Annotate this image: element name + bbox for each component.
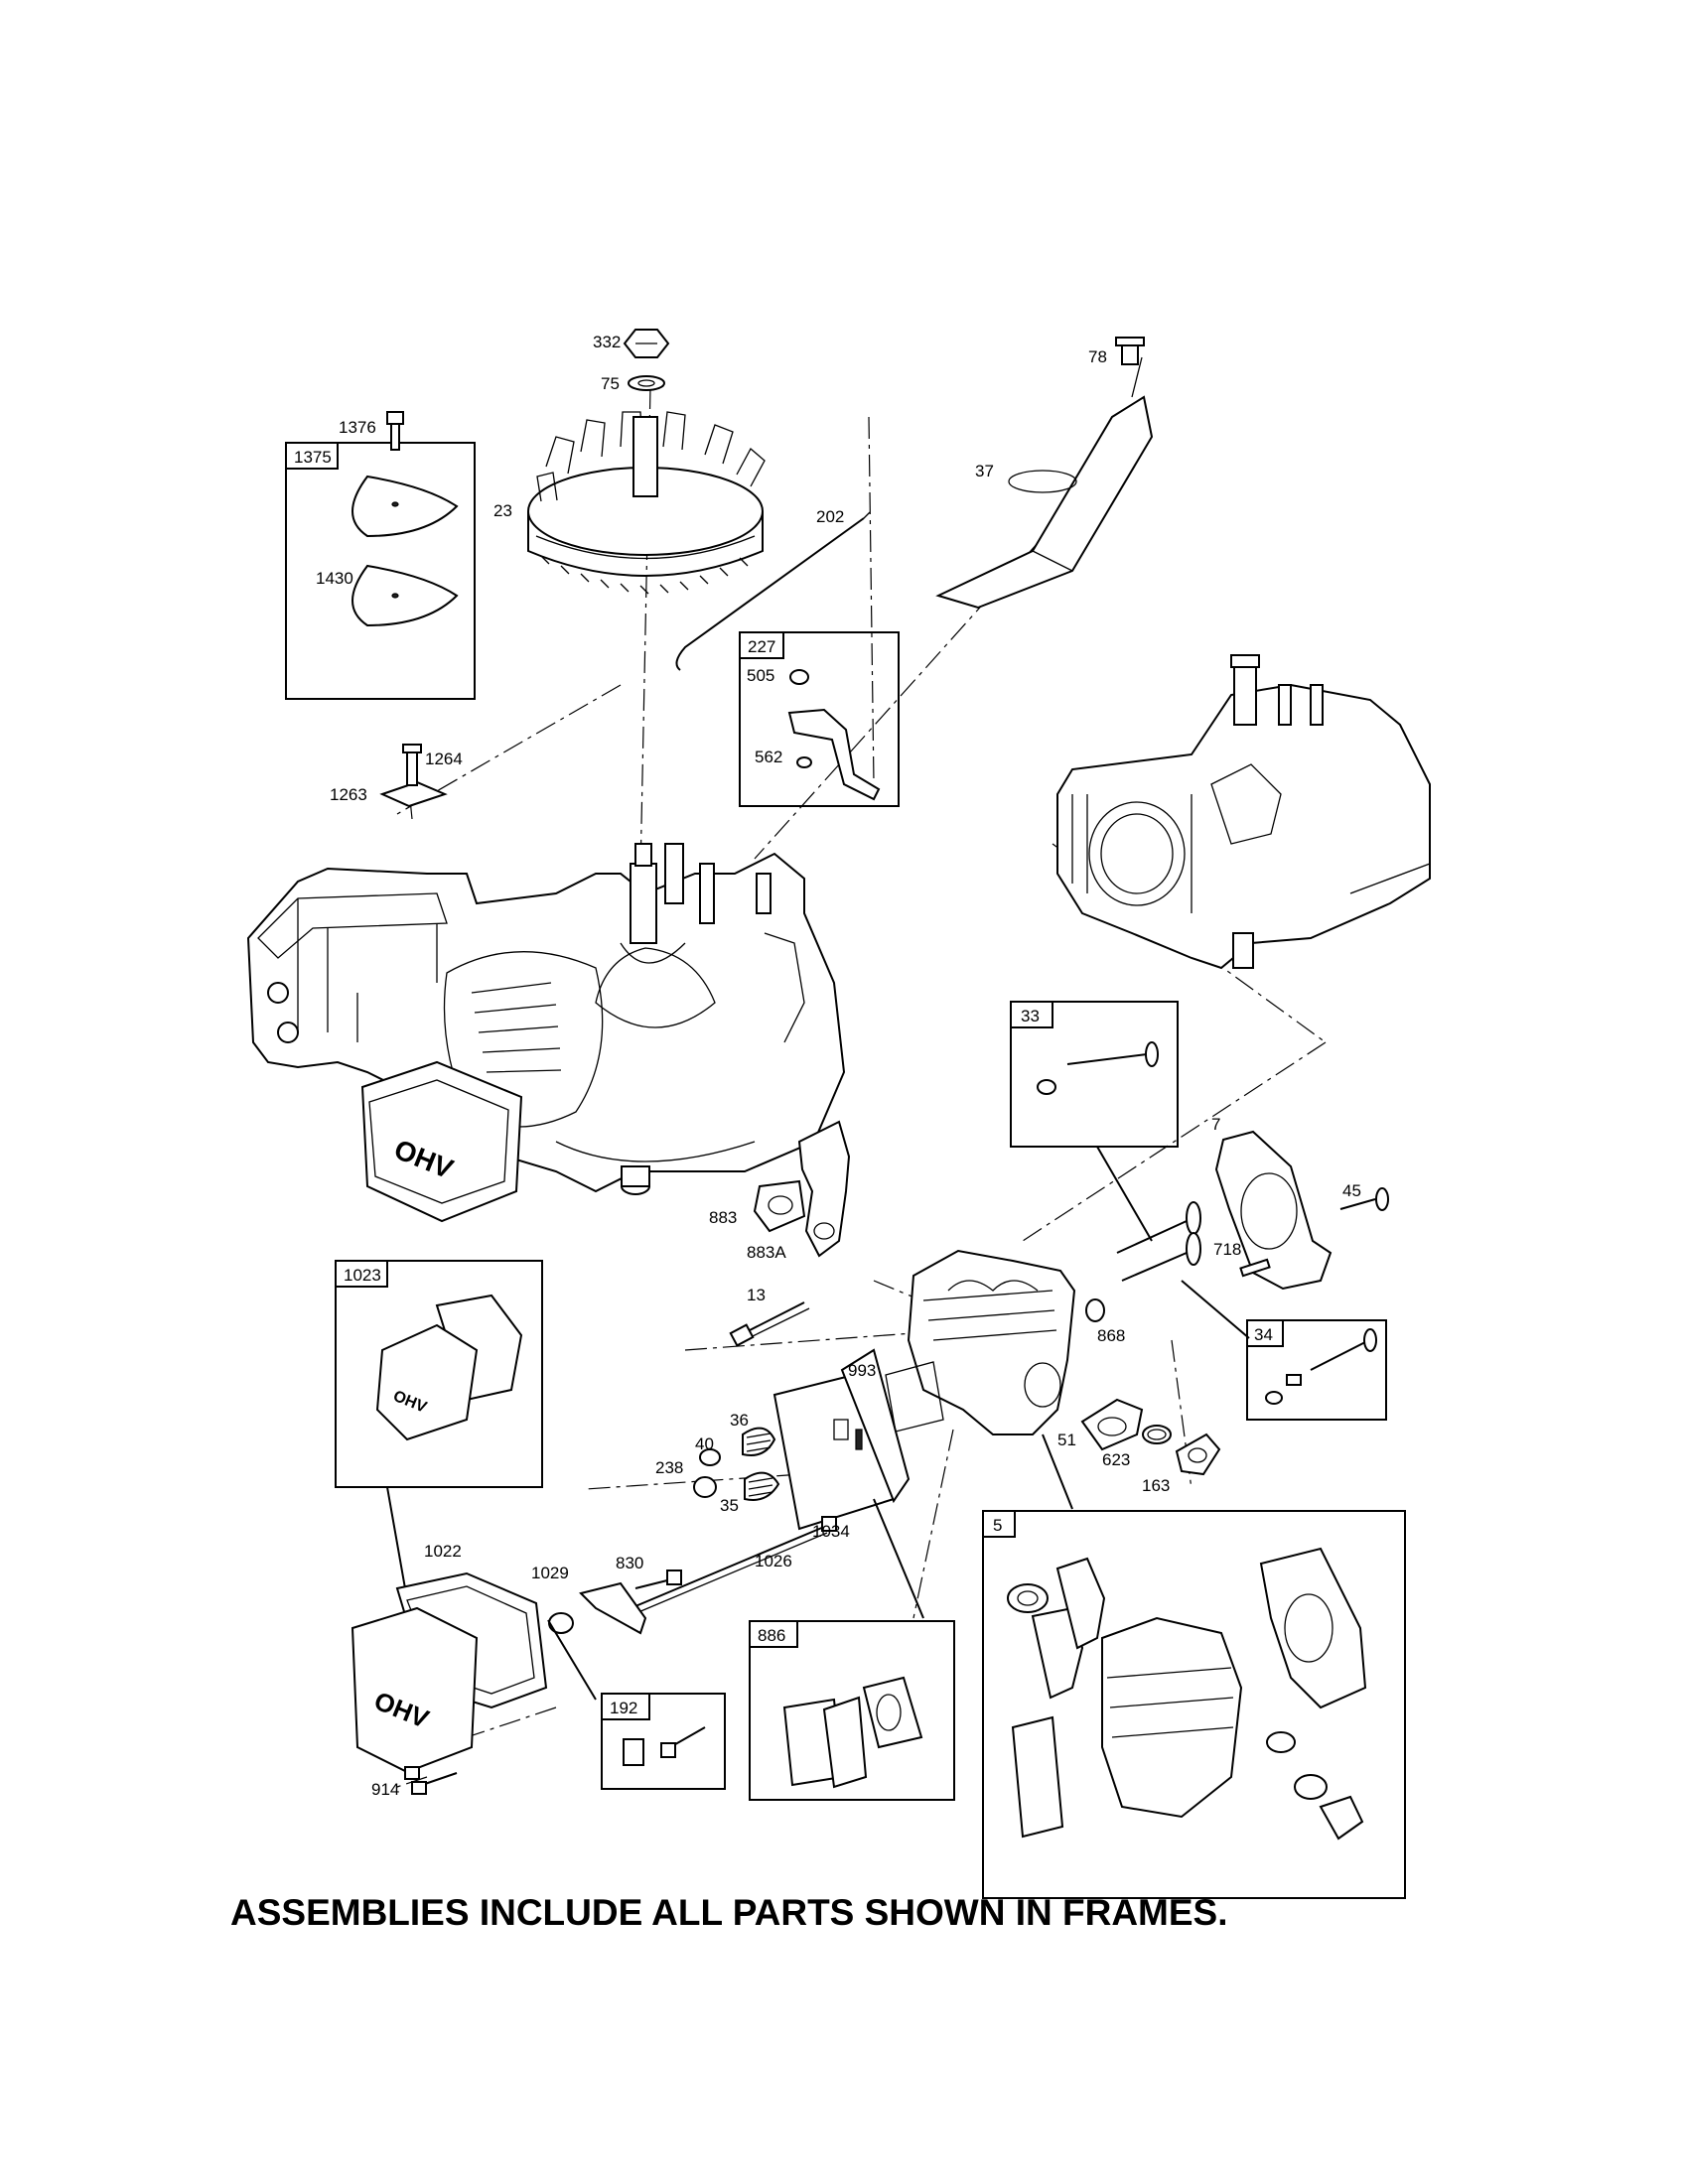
- stud-830: [634, 1570, 682, 1589]
- frame-label-1023: 1023: [344, 1266, 381, 1285]
- frame-label-5: 5: [993, 1516, 1002, 1535]
- callout-1430: 1430: [316, 569, 353, 588]
- callout-830: 830: [616, 1554, 643, 1572]
- frame-label-227: 227: [748, 637, 775, 656]
- governor-link-202: [675, 511, 871, 671]
- gasket-883A: [797, 1120, 851, 1258]
- engine-main-left: [246, 843, 846, 1195]
- callout-75: 75: [601, 374, 620, 393]
- valves: [1116, 1187, 1389, 1282]
- callout-883: 883: [709, 1208, 737, 1227]
- screw-914: [411, 1772, 458, 1795]
- callout-505: 505: [747, 666, 774, 685]
- frame-label-34: 34: [1254, 1325, 1273, 1344]
- callout-1026: 1026: [755, 1552, 792, 1570]
- callout-1029: 1029: [531, 1564, 569, 1582]
- intake-gaskets: [1080, 1398, 1221, 1476]
- callout-883A: 883A: [747, 1243, 786, 1262]
- head-gasket-7: [1214, 1130, 1333, 1291]
- gasket-883: [753, 1179, 806, 1233]
- frame-1375: 1375: [285, 442, 476, 700]
- frame-label-192: 192: [610, 1699, 637, 1717]
- callout-35: 35: [720, 1496, 739, 1515]
- nut-192-loose: [548, 1612, 574, 1634]
- callout-13: 13: [747, 1286, 766, 1304]
- callout-37: 37: [975, 462, 994, 480]
- valve-springs: [693, 1427, 780, 1501]
- callout-1264: 1264: [425, 750, 463, 768]
- frame-5: 5: [982, 1510, 1406, 1899]
- frame-886: 886: [749, 1620, 955, 1801]
- callout-23: 23: [493, 501, 512, 520]
- frame-label-33: 33: [1021, 1007, 1040, 1025]
- frame-192: 192: [601, 1693, 726, 1790]
- rocker-gasket-993: [772, 1348, 944, 1531]
- rocker-arm-1029: [579, 1581, 647, 1635]
- callout-40: 40: [695, 1434, 714, 1453]
- crankcase-right: [1056, 654, 1431, 970]
- callout-45: 45: [1342, 1181, 1361, 1200]
- frame-33: 33: [1010, 1001, 1179, 1148]
- callout-1022: 1022: [424, 1542, 462, 1561]
- callout-163: 163: [1142, 1476, 1170, 1495]
- callout-1376: 1376: [339, 418, 376, 437]
- head-bolt-13: [729, 1301, 810, 1347]
- bracket-1263: [379, 744, 448, 808]
- frame-label-1375: 1375: [294, 448, 332, 467]
- adjuster-1034: [821, 1516, 837, 1532]
- governor-arm-37: [935, 337, 1154, 610]
- callout-1263: 1263: [330, 785, 367, 804]
- callout-51: 51: [1057, 1431, 1076, 1449]
- frame-label-886: 886: [758, 1626, 785, 1645]
- flywheel-assembly: [527, 329, 766, 595]
- pushrod-1026: [634, 1526, 828, 1613]
- callout-labels: 332 75 23 202 78 37 1376 1430 1264 1263 …: [316, 333, 1361, 1799]
- frame-227: 227: [739, 631, 900, 807]
- callout-718: 718: [1213, 1240, 1241, 1259]
- callout-1034: 1034: [812, 1522, 850, 1541]
- callout-78: 78: [1088, 347, 1107, 366]
- callout-332: 332: [593, 333, 621, 351]
- callout-36: 36: [730, 1411, 749, 1430]
- callout-868: 868: [1097, 1326, 1125, 1345]
- assemblies-footnote: ASSEMBLIES INCLUDE ALL PARTS SHOWN IN FR…: [230, 1892, 1228, 1933]
- valve-cover-on-engine: OHV: [360, 1060, 523, 1223]
- callout-623: 623: [1102, 1450, 1130, 1469]
- callout-993: 993: [848, 1361, 876, 1380]
- callout-562: 562: [755, 748, 782, 766]
- frame-1023: 1023 OHV: [335, 1260, 543, 1488]
- callout-238: 238: [655, 1458, 683, 1477]
- callout-202: 202: [816, 507, 844, 526]
- callout-914: 914: [371, 1780, 399, 1799]
- bolt-1376: [386, 411, 404, 451]
- valve-cover-1022: OHV: [351, 1571, 548, 1780]
- frame-34: 34: [1246, 1319, 1387, 1421]
- callout-7: 7: [1211, 1115, 1220, 1134]
- cylinder-head: [907, 1249, 1105, 1435]
